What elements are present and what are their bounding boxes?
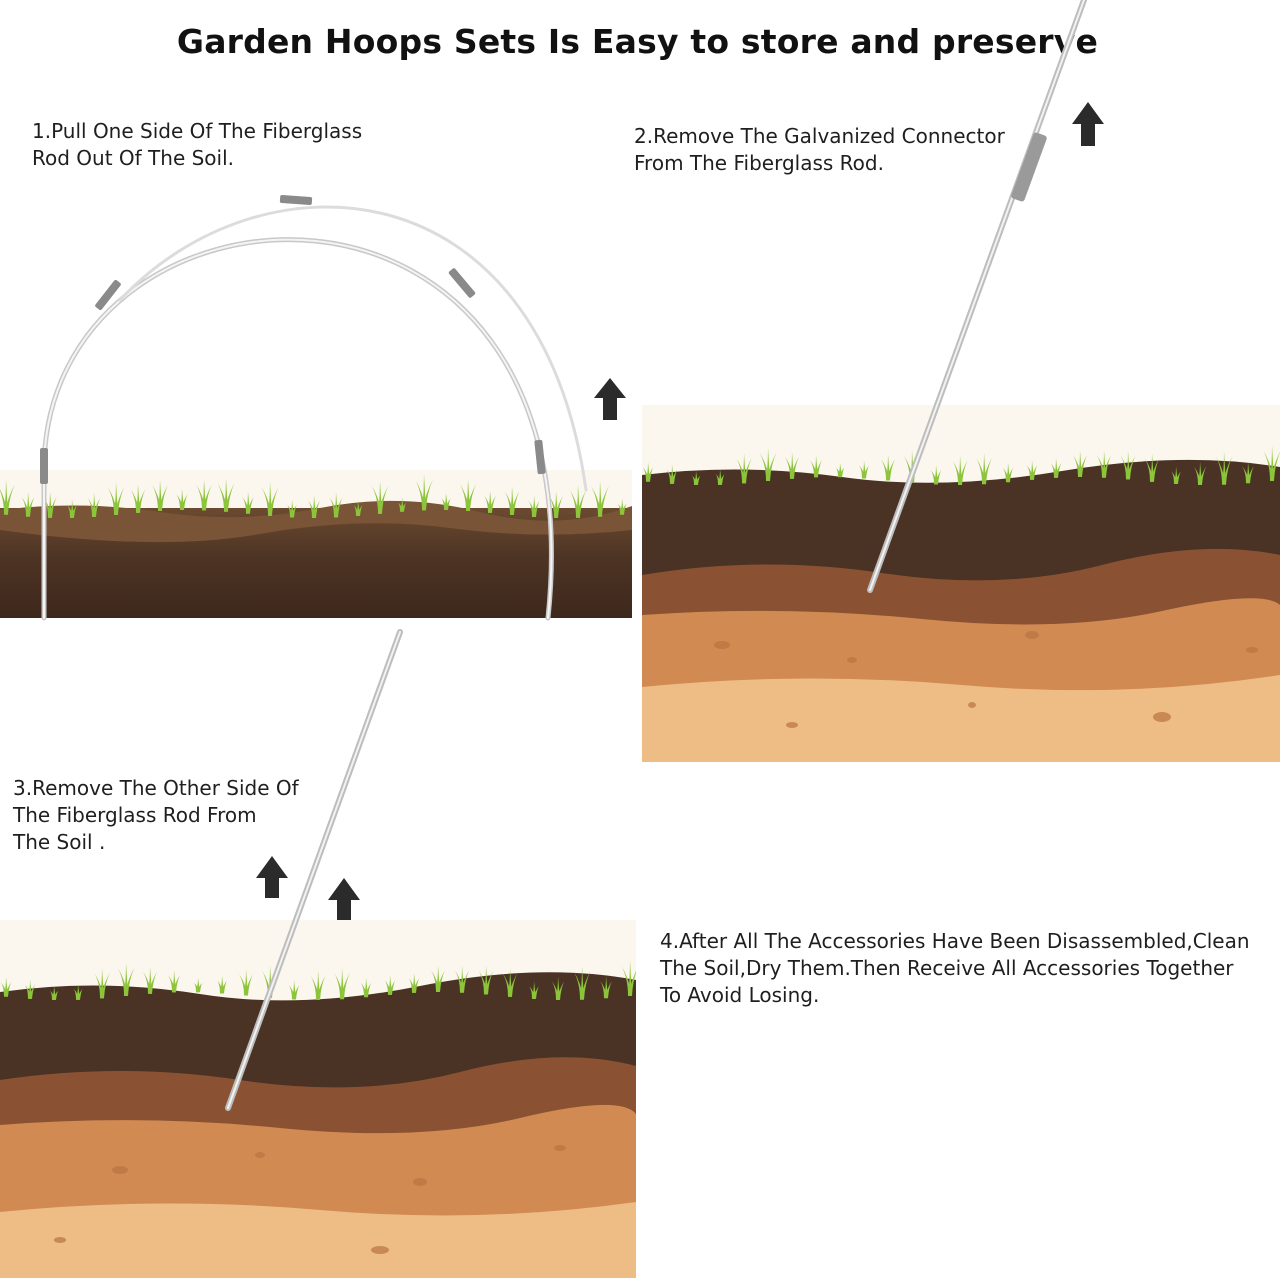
grass-blade <box>576 489 587 518</box>
grass-blade <box>628 971 636 996</box>
grass-blade <box>670 469 678 484</box>
grass-blade <box>580 971 591 1000</box>
grass-blade <box>124 967 135 996</box>
grass-blade <box>412 978 420 993</box>
grass-blade <box>556 981 565 1000</box>
grass-blade <box>76 988 83 1000</box>
grass-blade <box>26 496 35 517</box>
grass-blade <box>766 452 777 481</box>
galvanized-connector <box>40 195 546 484</box>
grass-blade <box>646 467 654 482</box>
up-arrow-icon <box>256 856 288 898</box>
grass-blade <box>1222 456 1233 485</box>
grass-blade <box>814 460 822 478</box>
grass-blade <box>532 986 539 999</box>
up-arrow-icon <box>1072 102 1104 146</box>
grass-blade <box>694 475 701 485</box>
grass-blade <box>4 982 12 997</box>
grass-blade <box>508 973 518 997</box>
page-title: Garden Hoops Sets Is Easy to store and p… <box>176 22 1099 61</box>
step-1-caption: 1.Pull One Side Of The Fiberglass Rod Ou… <box>32 119 363 170</box>
grass-blade <box>196 982 203 993</box>
grass-blade <box>598 485 609 517</box>
grass-blade <box>436 970 445 993</box>
grass-blade <box>460 970 469 993</box>
soil-scene-step-2 <box>642 405 1280 762</box>
soil-scene-step-3 <box>0 920 636 1278</box>
grass-blade <box>484 970 494 995</box>
step-3-caption: 3.Remove The Other Side Of The Fiberglas… <box>13 776 299 854</box>
grass-blade <box>604 981 612 999</box>
grass-blade <box>1270 452 1280 481</box>
grass-blade <box>28 984 36 999</box>
grass-blade <box>1126 455 1136 480</box>
grass-blade <box>100 973 110 999</box>
grass-blade <box>790 456 799 479</box>
grass-blade <box>4 484 15 515</box>
up-arrow-icon <box>328 878 360 920</box>
step-4-caption: 4.After All The Accessories Have Been Di… <box>660 929 1250 1007</box>
grass-blade <box>1246 466 1254 484</box>
grass-blade <box>838 467 845 478</box>
grass-blade <box>742 458 752 484</box>
grass-blade <box>1198 466 1207 485</box>
grass-blade <box>620 503 627 515</box>
grass-blade <box>148 971 157 994</box>
step-2-caption: 2.Remove The Galvanized Connector From T… <box>634 124 1005 175</box>
grass-blade <box>718 473 725 485</box>
grass-blade <box>172 975 180 993</box>
grass-blade <box>1174 471 1181 484</box>
soil-scene-step-1 <box>0 470 632 618</box>
grass-blade <box>1150 458 1160 482</box>
grass-blade <box>554 495 563 518</box>
up-arrow-icon <box>594 378 626 420</box>
grass-blade <box>1102 455 1111 478</box>
grass-blade <box>52 990 59 1000</box>
